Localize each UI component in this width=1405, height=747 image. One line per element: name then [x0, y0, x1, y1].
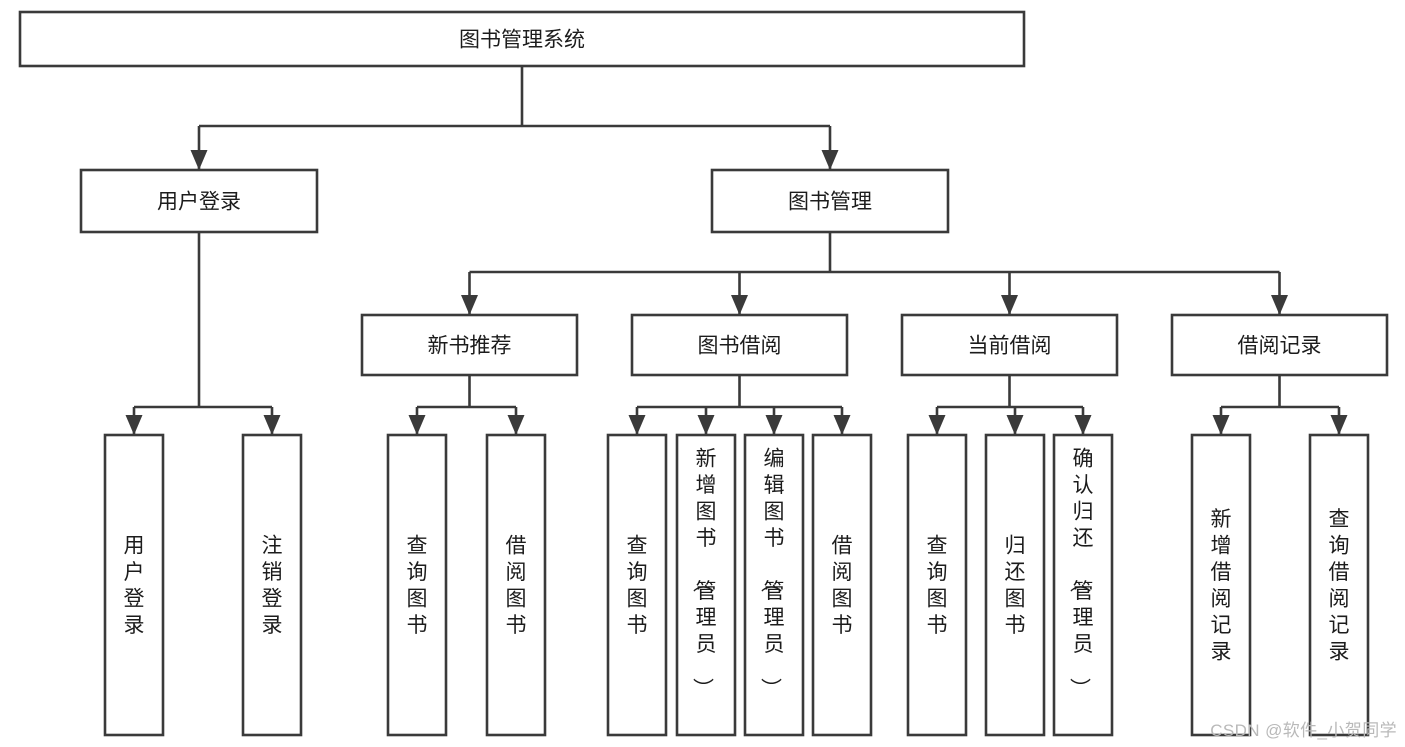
node-leaf-query-record[interactable] [1308, 433, 1370, 737]
node-label-leaf-query-book-2: 查询图书 [627, 535, 648, 638]
arrow-head-icon [765, 415, 783, 435]
node-current-borrow[interactable] [900, 313, 1119, 377]
node-user-login[interactable] [79, 168, 319, 234]
arrow-head-icon [1001, 295, 1018, 315]
arrow-head-icon [263, 415, 281, 435]
csdn-watermark: CSDN @软件_小贺同学 [1210, 721, 1397, 740]
node-leaf-borrow-book-2[interactable] [811, 433, 873, 737]
node-new-book-recommend[interactable] [360, 313, 579, 377]
node-book-borrow[interactable] [630, 313, 849, 377]
node-leaf-borrow-book-1[interactable] [485, 433, 547, 737]
node-leaf-add-record[interactable] [1190, 433, 1252, 737]
arrow-head-icon [1006, 415, 1024, 435]
arrow-head-icon [125, 415, 143, 435]
node-label-leaf-add-record: 新增借阅记录 [1211, 508, 1232, 664]
node-label-leaf-borrow-book-2: 借阅图书 [832, 535, 853, 638]
arrow-head-icon [928, 415, 946, 435]
node-borrow-record[interactable] [1170, 313, 1389, 377]
node-label-leaf-borrow-book-1: 借阅图书 [506, 535, 527, 638]
node-leaf-confirm-return[interactable] [1052, 433, 1114, 737]
arrow-head-icon [461, 295, 478, 315]
arrow-head-icon [507, 415, 525, 435]
node-label-new-book-recommend: 新书推荐 [428, 335, 512, 358]
node-leaf-query-book-2[interactable] [606, 433, 668, 737]
node-label-leaf-edit-book: 编辑图书（管理员） [759, 448, 785, 699]
node-leaf-query-book-1[interactable] [386, 433, 448, 737]
arrow-head-icon [731, 295, 748, 315]
arrow-head-icon [1271, 295, 1288, 315]
node-root[interactable] [18, 10, 1026, 68]
arrow-head-icon [1074, 415, 1092, 435]
node-leaf-logout[interactable] [241, 433, 303, 737]
node-leaf-add-book[interactable] [675, 433, 737, 737]
node-label-leaf-add-book: 新增图书（管理员） [691, 448, 717, 699]
node-label-current-borrow: 当前借阅 [968, 335, 1052, 358]
node-label-book-manage: 图书管理 [788, 191, 872, 214]
node-label-leaf-logout: 注销登录 [262, 535, 283, 638]
node-label-leaf-user-login: 用户登录 [124, 535, 145, 638]
node-label-root: 图书管理系统 [459, 29, 585, 52]
node-leaf-user-login[interactable] [103, 433, 165, 737]
arrow-head-icon [1212, 415, 1230, 435]
node-label-book-borrow: 图书借阅 [698, 335, 782, 358]
node-label-leaf-query-record: 查询借阅记录 [1329, 508, 1350, 664]
arrow-head-icon [628, 415, 646, 435]
node-label-user-login: 用户登录 [157, 191, 241, 214]
node-label-leaf-query-book-3: 查询图书 [927, 535, 948, 638]
node-label-leaf-confirm-return: 确认归还（管理员） [1068, 448, 1094, 699]
node-label-borrow-record: 借阅记录 [1238, 335, 1322, 358]
node-leaf-query-book-3[interactable] [906, 433, 968, 737]
arrow-head-icon [1330, 415, 1348, 435]
node-leaf-edit-book[interactable] [743, 433, 805, 737]
arrow-head-icon [190, 150, 208, 170]
node-book-manage[interactable] [710, 168, 950, 234]
arrow-head-icon [697, 415, 715, 435]
connectors-layer [125, 66, 1348, 435]
node-label-leaf-query-book-1: 查询图书 [407, 535, 428, 638]
arrow-head-icon [821, 150, 839, 170]
arrow-head-icon [408, 415, 426, 435]
nodes-layer: 图书管理系统用户登录图书管理新书推荐图书借阅当前借阅借阅记录用户登录注销登录查询… [18, 10, 1389, 737]
node-leaf-return-book[interactable] [984, 433, 1046, 737]
arrow-head-icon [833, 415, 851, 435]
node-label-leaf-return-book: 归还图书 [1005, 535, 1026, 638]
